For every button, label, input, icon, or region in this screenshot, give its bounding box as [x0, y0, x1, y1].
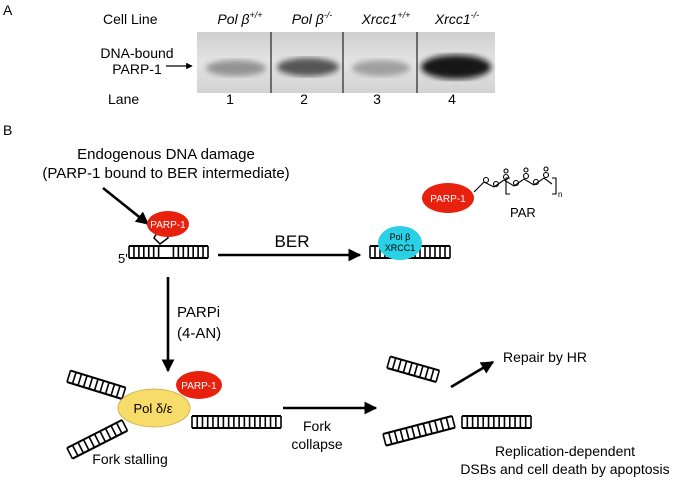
- fork-collapse-line2: collapse: [291, 436, 343, 452]
- xrcc1-label: XRCC1: [385, 243, 416, 253]
- parp1-label-trapped: PARP-1: [181, 381, 217, 392]
- parp1-label-parylated: PARP-1: [430, 194, 466, 205]
- damage-arrow: [102, 186, 150, 226]
- western-blot: [197, 32, 495, 93]
- parp1-trapped-icon: [176, 371, 222, 399]
- stalled-fork-dna: [66, 369, 282, 460]
- hr-arrow: [450, 360, 495, 389]
- band-lane-3: [352, 60, 410, 76]
- ber-label: BER: [275, 232, 310, 251]
- parp1-label: PARP-1: [150, 220, 186, 231]
- cell-line-header: Cell Line: [103, 11, 158, 27]
- band-lane-1: [206, 60, 266, 76]
- damage-text-line1: Endogenous DNA damage: [77, 146, 255, 163]
- pol-delta-epsilon-icon: [117, 388, 191, 428]
- band-label-line2: PARP-1: [112, 61, 162, 77]
- fork-stalling-label: Fork stalling: [92, 451, 167, 467]
- par-label: PAR: [510, 205, 536, 220]
- outcome-line1: Replication-dependent: [495, 443, 635, 459]
- dna-ladder: [128, 245, 209, 259]
- lane-number-4: 4: [448, 91, 456, 107]
- lane-number-2: 2: [300, 91, 308, 107]
- lane-number-3: 3: [373, 91, 381, 107]
- panel-b-label: B: [3, 122, 12, 138]
- column-header-2: Pol β-/-: [292, 10, 333, 27]
- lane-number-1: 1: [226, 91, 234, 107]
- polb-xrcc1-icon: [378, 226, 422, 260]
- parpi-inhibitor-label: (4-AN): [177, 325, 221, 342]
- band-lane-2: [277, 58, 339, 76]
- outcome-line2: DSBs and cell death by apoptosis: [460, 461, 669, 477]
- repair-hr-label: Repair by HR: [503, 349, 587, 365]
- five-prime-label: 5': [118, 251, 128, 266]
- parp1-bound-icon: [147, 211, 189, 237]
- column-header-1: Pol β+/+: [217, 10, 262, 27]
- panel-b: B Endogenous DNA damage (PARP-1 bound to…: [3, 122, 670, 477]
- damage-text-line2: (PARP-1 bound to BER intermediate): [42, 165, 289, 182]
- band-lane-4: [421, 55, 491, 79]
- collapsed-fork-dna: [382, 355, 532, 447]
- pol-delta-epsilon-label: Pol δ/ε: [133, 401, 172, 416]
- par-subscript: n: [558, 190, 562, 199]
- par-chain-icon: [473, 166, 557, 195]
- lane-header: Lane: [108, 91, 139, 107]
- polb-label: Pol β: [390, 232, 411, 242]
- parylated-parp1-icon: [422, 183, 474, 213]
- panel-a-label: A: [3, 2, 13, 18]
- column-header-4: Xrcc1-/-: [434, 10, 479, 27]
- band-label-line1: DNA-bound: [100, 45, 173, 61]
- panel-a: A Cell Line Pol β+/+ Pol β-/- Xrcc1+/+ X…: [3, 2, 495, 107]
- column-header-3: Xrcc1+/+: [361, 10, 411, 27]
- fork-collapse-line1: Fork: [303, 418, 332, 434]
- parpi-label: PARPi: [177, 304, 220, 321]
